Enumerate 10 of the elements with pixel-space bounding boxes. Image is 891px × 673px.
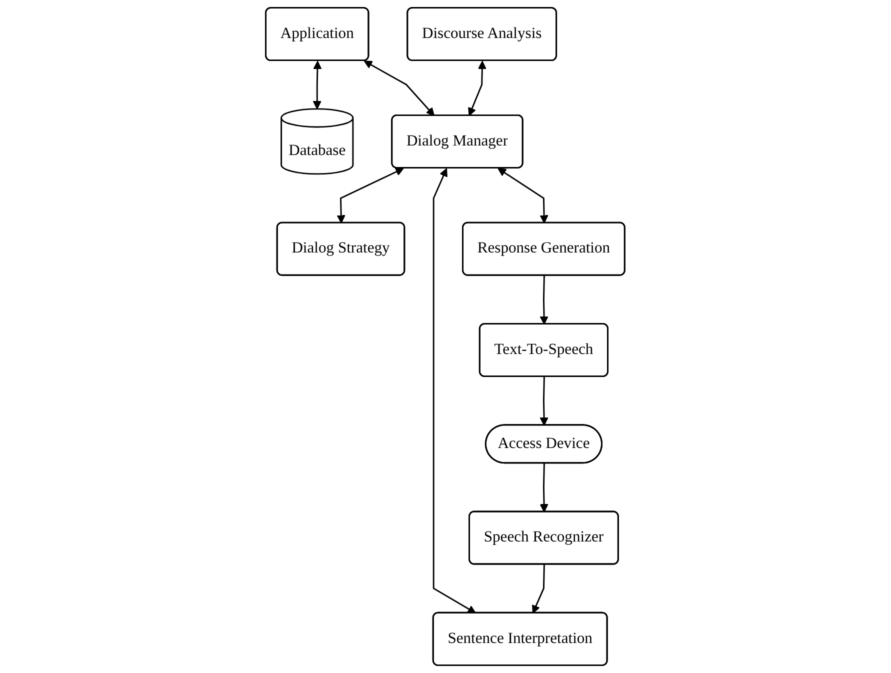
arrow — [364, 60, 435, 116]
arrow — [540, 276, 549, 325]
arrow — [313, 60, 322, 110]
arrow — [433, 168, 476, 614]
arrow — [532, 564, 546, 614]
arrow — [468, 60, 487, 116]
arrow — [498, 168, 549, 224]
arrow — [540, 463, 549, 512]
arrow — [540, 376, 549, 426]
arrow — [337, 168, 404, 224]
